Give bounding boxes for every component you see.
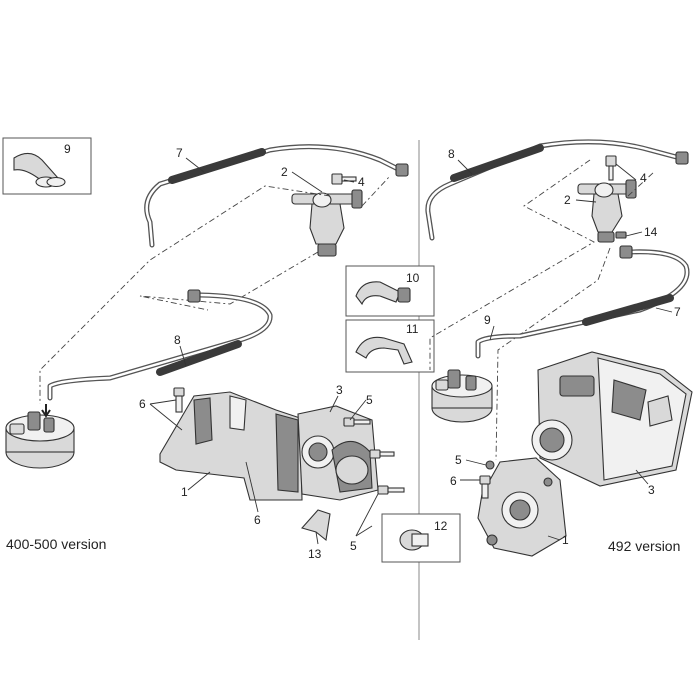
callout-8: 8 bbox=[174, 333, 181, 347]
callout-3: 3 bbox=[336, 383, 343, 397]
pipe-lower-8 bbox=[47, 289, 273, 401]
callout-7-right: 7 bbox=[674, 305, 681, 319]
callout-9: 9 bbox=[64, 142, 71, 156]
version-label-right: 492 version bbox=[608, 538, 680, 554]
pipe-upper-7 bbox=[144, 144, 409, 248]
routing-right-a bbox=[429, 159, 595, 370]
callout-9-right: 9 bbox=[484, 313, 491, 327]
routing-left-c bbox=[139, 251, 319, 311]
routing-left-b bbox=[361, 175, 391, 207]
callout-2-right: 2 bbox=[564, 193, 571, 207]
callout-5-right: 5 bbox=[455, 453, 462, 467]
callout-5: 5 bbox=[366, 393, 373, 407]
callout-7: 7 bbox=[176, 146, 183, 160]
bolts-5-left bbox=[343, 417, 405, 495]
callout-1-right: 1 bbox=[562, 533, 569, 547]
inset-clamp-10 bbox=[345, 265, 435, 317]
callout-3-right: 3 bbox=[648, 483, 655, 497]
throttle-body-3-right bbox=[531, 351, 693, 487]
callout-10: 10 bbox=[406, 271, 420, 285]
manifold-1-right bbox=[477, 457, 567, 557]
manifold-1 bbox=[159, 391, 303, 501]
bolt-5-right bbox=[485, 460, 495, 470]
clip-14 bbox=[615, 231, 627, 239]
callout-5-lower: 5 bbox=[350, 539, 357, 553]
callout-11: 11 bbox=[406, 322, 419, 336]
fuel-pump-left bbox=[5, 404, 75, 469]
callout-6-right: 6 bbox=[450, 474, 457, 488]
fuel-pump-right bbox=[431, 369, 493, 423]
callout-4: 4 bbox=[358, 175, 365, 189]
leaders-left bbox=[149, 157, 379, 545]
version-label-left: 400-500 version bbox=[6, 536, 106, 552]
callout-14: 14 bbox=[644, 225, 658, 239]
callouts-left: 9 7 2 4 8 6 3 5 1 6 13 5 bbox=[64, 142, 373, 561]
inset-bolt-12 bbox=[381, 513, 461, 563]
callouts-right: 8 4 2 14 9 7 5 6 3 1 bbox=[448, 147, 681, 547]
callout-13: 13 bbox=[308, 547, 322, 561]
leaders-right bbox=[457, 159, 673, 541]
injector-2 bbox=[291, 189, 363, 257]
inset-clamp-9 bbox=[2, 137, 92, 195]
callout-6-lower: 6 bbox=[254, 513, 261, 527]
bolt-4-left bbox=[331, 173, 357, 185]
callout-8-right: 8 bbox=[448, 147, 455, 161]
inset-bracket-11 bbox=[345, 319, 435, 373]
routing-right-b bbox=[627, 171, 655, 197]
callout-12: 12 bbox=[434, 519, 448, 533]
callout-1: 1 bbox=[181, 485, 188, 499]
routing-left-a bbox=[39, 185, 331, 404]
pipe-lower-7-right bbox=[475, 245, 690, 359]
callout-4-right: 4 bbox=[640, 171, 647, 185]
callout-6: 6 bbox=[139, 397, 146, 411]
bolt-6-right bbox=[479, 475, 491, 499]
throttle-body-3-left bbox=[297, 405, 379, 501]
injector-2-right bbox=[577, 179, 637, 243]
clip-13 bbox=[301, 509, 331, 542]
pipe-upper-8-right bbox=[425, 139, 689, 241]
callouts-center: 10 11 12 bbox=[406, 271, 448, 533]
callout-2: 2 bbox=[281, 165, 288, 179]
routing-right-c bbox=[495, 247, 611, 461]
bolt-4-right bbox=[605, 155, 617, 181]
